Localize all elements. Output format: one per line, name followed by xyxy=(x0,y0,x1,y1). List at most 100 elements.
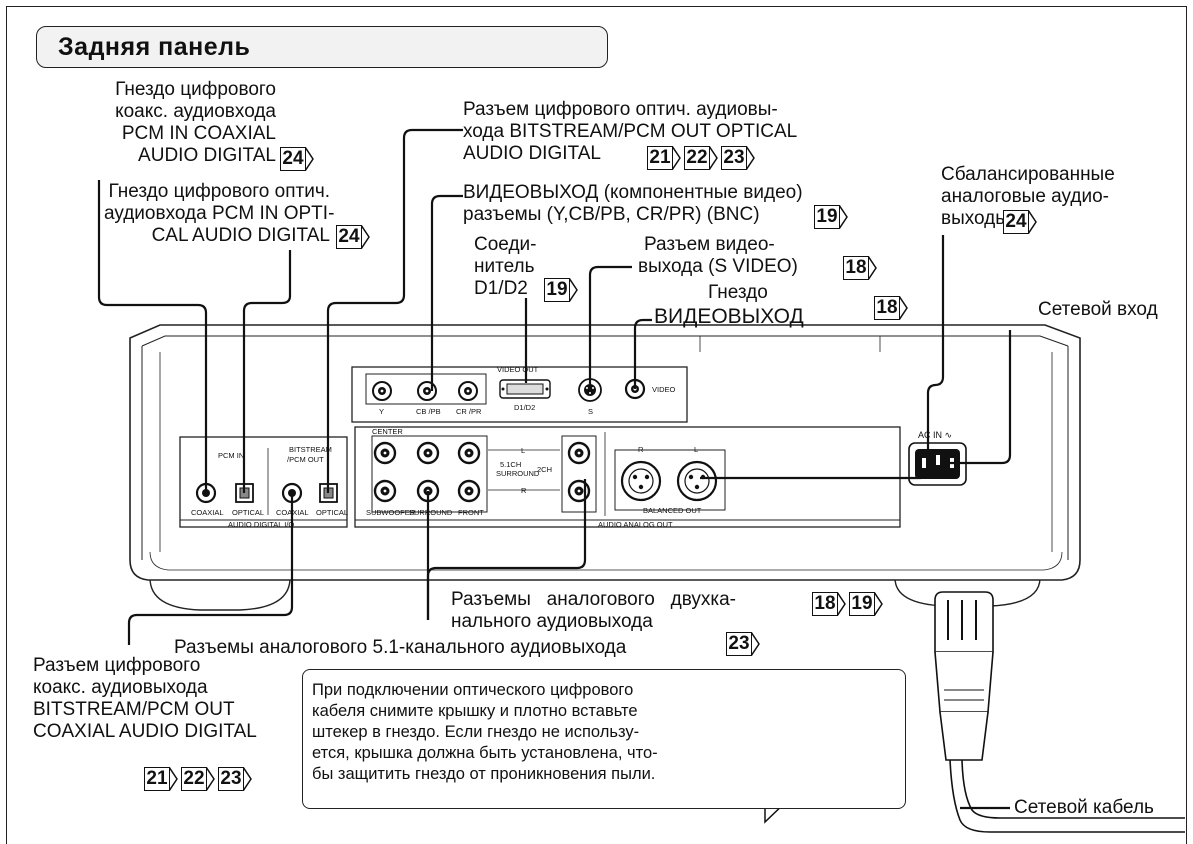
rca-center xyxy=(373,441,397,465)
note-box xyxy=(302,669,906,809)
ref-number: 22 xyxy=(684,146,710,170)
rca-front-l xyxy=(457,441,481,465)
panel-r: R xyxy=(521,486,527,495)
panel-l: L xyxy=(521,446,525,455)
d1d2-connector xyxy=(499,379,551,399)
label-video-out: Гнездо ВИДЕОВЫХОД xyxy=(654,282,804,328)
panel-ac-in: AC IN ∿ xyxy=(918,430,952,440)
panel-s: S xyxy=(588,407,593,416)
title-box xyxy=(36,26,608,68)
note-line: штекер в гнездо. Если гнездо не использу… xyxy=(312,723,640,741)
ref-number: 23 xyxy=(218,767,244,791)
ref-number: 24 xyxy=(280,147,306,171)
label-pcm-in-optical: Гнездо цифрового оптич. аудиовхода PCM I… xyxy=(104,181,335,246)
ref-number: 19 xyxy=(814,205,840,229)
chevron-right-icon xyxy=(868,256,877,280)
chevron-right-icon xyxy=(899,296,908,320)
ref-five-one: 23 xyxy=(726,632,763,656)
ref-pcm-in-coaxial: 24 xyxy=(280,147,317,171)
label-power-cable: Сетевой кабель xyxy=(1014,797,1154,818)
note-line: При подключении оптического цифрового xyxy=(312,681,634,699)
chevron-right-icon xyxy=(874,592,883,616)
panel-cr-pr: CR /PR xyxy=(456,407,482,416)
bnc-jack-y xyxy=(372,381,392,401)
xlr-jack-r xyxy=(620,460,662,502)
panel-audio-digital-io: AUDIO DIGITAL I/O xyxy=(228,520,294,529)
ref-number: 23 xyxy=(726,632,752,656)
panel-subwoofer: SUBWOOFER xyxy=(366,508,416,517)
label-s-video: Разъем видео- выхода (S VIDEO) xyxy=(638,234,798,277)
chevron-right-icon xyxy=(569,278,578,302)
ref-number: 24 xyxy=(336,225,362,249)
panel-center: CENTER xyxy=(372,427,403,436)
note-line: кабеля снимите крышку и плотно вставьте xyxy=(312,702,638,720)
panel-2ch: 2CH xyxy=(537,465,552,474)
panel-surround: SURROUND xyxy=(409,508,453,517)
two-ch-bracket xyxy=(561,435,597,513)
xlr-jack-l xyxy=(676,460,718,502)
chevron-right-icon xyxy=(746,146,755,170)
panel-coaxial-out: COAXIAL xyxy=(276,508,309,517)
ref-s-video: 18 xyxy=(843,256,880,280)
surround-bracket xyxy=(371,435,488,513)
chevron-right-icon xyxy=(751,632,760,656)
panel-video-out: VIDEO OUT xyxy=(497,365,539,374)
panel-front: FRONT xyxy=(458,508,484,517)
ref-component-video: 19 xyxy=(814,205,851,229)
chassis-inner-top xyxy=(141,335,1069,347)
panel-51ch: 5.1CH xyxy=(500,460,521,469)
label-bitstream-optical: Разъем цифрового оптич. аудиовы- хода BI… xyxy=(463,99,798,164)
chevron-right-icon xyxy=(672,146,681,170)
panel-d1d2: D1/D2 xyxy=(514,403,535,412)
page-frame xyxy=(6,6,1187,844)
bnc-jack-cr xyxy=(458,381,478,401)
ref-d1d2: 19 xyxy=(544,278,581,302)
power-cable xyxy=(934,591,1185,833)
panel-optical-out: OPTICAL xyxy=(316,508,348,517)
panel-audio-analog-out: AUDIO ANALOG OUT xyxy=(598,520,673,529)
note-line: бы защитить гнездо от проникновения пыли… xyxy=(312,765,656,783)
chevron-right-icon xyxy=(243,767,252,791)
panel-bal-r: R xyxy=(638,445,644,454)
leader-lines xyxy=(97,128,1012,645)
panel-y: Y xyxy=(379,407,384,416)
label-five-one: Разъемы аналогового 5.1-канального аудио… xyxy=(174,637,627,658)
panel-bitstream: BITSTREAM xyxy=(289,445,332,454)
chevron-right-icon xyxy=(169,767,178,791)
ac-inlet xyxy=(908,442,967,486)
panel-cb-pb: CB /PB xyxy=(416,407,441,416)
panel-coaxial-in: COAXIAL xyxy=(191,508,224,517)
ref-video-out: 18 xyxy=(874,296,911,320)
chevron-right-icon xyxy=(1028,210,1037,234)
ref-number: 24 xyxy=(1003,210,1029,234)
page-title: Задняя панель xyxy=(58,33,251,61)
component-bracket xyxy=(365,373,487,405)
ref-pcm-in-optical: 24 xyxy=(336,225,373,249)
panel-51-surround: SURROUND xyxy=(496,469,540,478)
panel-optical-in: OPTICAL xyxy=(232,508,264,517)
rca-center-2 xyxy=(416,441,440,465)
chevron-right-icon xyxy=(206,767,215,791)
audio-digital-panel xyxy=(179,436,348,528)
chevron-right-icon xyxy=(839,205,848,229)
note-line: ется, крышка должна быть установлена, чт… xyxy=(312,744,658,762)
ref-bitstream-optical: 21 22 23 xyxy=(647,146,758,170)
panel-pcm-in: PCM IN xyxy=(218,451,244,460)
ref-number: 23 xyxy=(721,146,747,170)
rca-front-r xyxy=(457,479,481,503)
ref-number: 18 xyxy=(843,256,869,280)
ref-number: 22 xyxy=(181,767,207,791)
panel-bal-l: L xyxy=(694,445,698,454)
ref-number: 18 xyxy=(812,592,838,616)
balanced-bracket xyxy=(614,449,726,511)
panel-video: VIDEO xyxy=(652,385,676,394)
chevron-right-icon xyxy=(361,225,370,249)
label-component-video: ВИДЕОВЫХОД (компонентные видео) разъемы … xyxy=(463,182,803,225)
bnc-jack-cb xyxy=(417,381,437,401)
rca-subwoofer xyxy=(373,479,397,503)
label-d1d2: Соеди- нитель D1/D2 xyxy=(474,234,537,299)
ref-number: 21 xyxy=(647,146,673,170)
